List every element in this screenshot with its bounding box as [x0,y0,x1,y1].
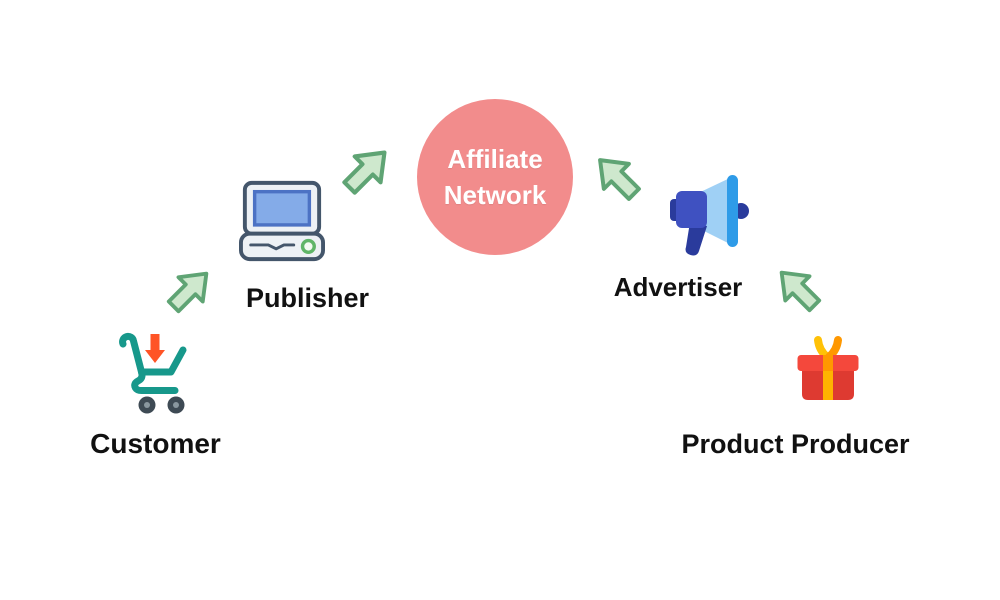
cart-basket-rim [138,346,187,376]
up-right-arrow-icon [342,150,387,195]
up-left-arrow-icon [598,158,641,201]
gift-bow-right [825,336,842,361]
shopping-cart-icon [112,331,194,421]
computer-screen [252,189,312,227]
arrow-publisher-to-network-icon [335,138,399,202]
cart-arrow-head [145,350,165,363]
gift-ribbon-lid [823,355,833,371]
gift-ribbon-body [823,371,833,400]
computer-power-button [300,238,316,254]
affiliate-network-label-line1: Affiliate [447,144,543,174]
megaphone-body [676,191,707,228]
affiliate-network-label: Affiliate Network [444,141,547,213]
up-right-arrow-icon [166,271,209,314]
arrow-customer-to-publisher-icon [160,260,220,320]
advertiser-label: Advertiser [613,272,743,302]
computer-slot [249,243,296,251]
gift-bow-left [814,336,831,361]
affiliate-network-label-line2: Network [443,180,547,210]
affiliate-network-node: Affiliate Network [417,99,573,255]
cart-frame [119,332,179,394]
customer-label: Customer [90,428,221,459]
megaphone-icon [662,170,752,258]
megaphone-handle [685,222,707,256]
cart-arrow-shaft [150,334,160,351]
up-left-arrow-icon [779,270,822,313]
product-producer-label: Product Producer [681,429,910,459]
arrow-producer-to-advertiser-icon [768,259,828,319]
gift-box-icon [796,336,860,404]
megaphone-rim [727,175,738,247]
arrow-advertiser-to-network-icon [586,146,648,208]
publisher-label: Publisher [245,283,370,313]
desktop-computer-icon [238,178,326,264]
